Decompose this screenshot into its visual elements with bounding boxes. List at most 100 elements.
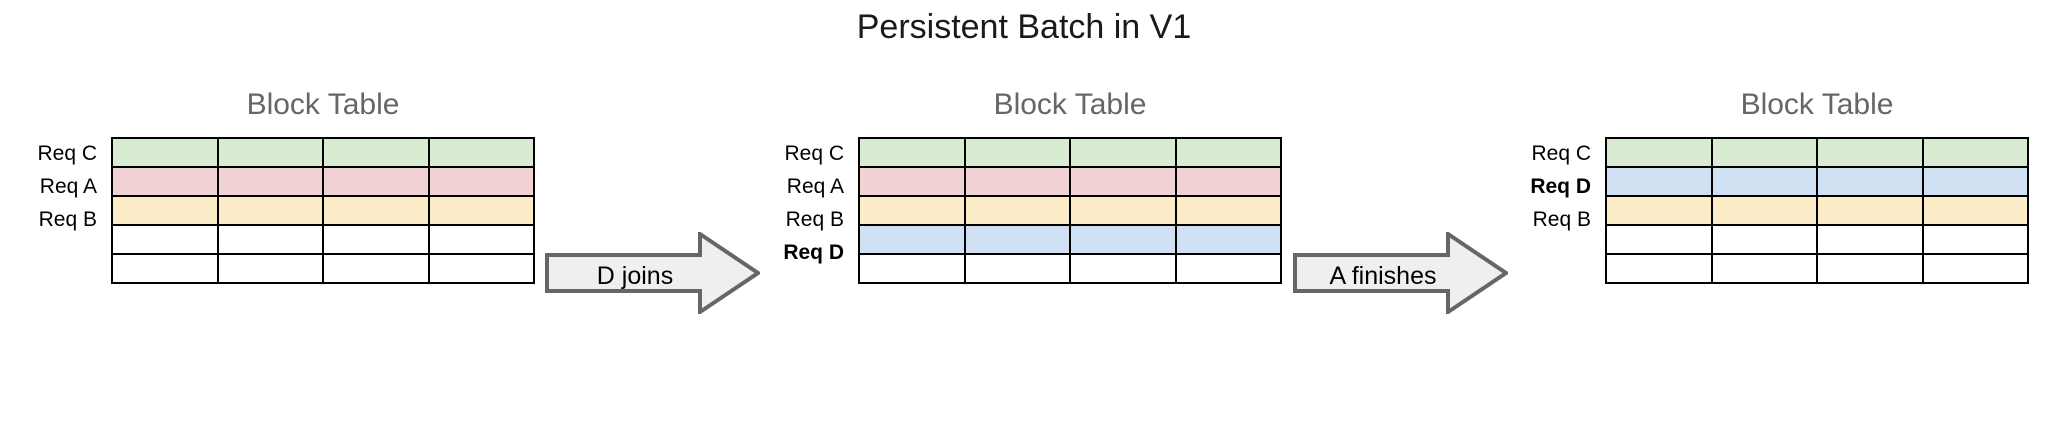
right-arrow-icon [1293, 232, 1508, 314]
block-cell [1816, 137, 1924, 168]
table-row [1605, 224, 2029, 255]
block-cell [1710, 224, 1818, 255]
block-cell [1710, 166, 1818, 197]
block-cell [1174, 224, 1282, 255]
block-cell [322, 195, 430, 226]
block-cell [1816, 224, 1924, 255]
row-labels-3: Req C Req D Req B [1494, 137, 1605, 302]
table-row [858, 253, 1282, 284]
block-cell [216, 137, 324, 168]
table-row [1605, 195, 2029, 226]
block-table-3 [1605, 137, 2029, 284]
block-cell [216, 253, 324, 284]
block-cell [322, 137, 430, 168]
block-cell [1069, 137, 1177, 168]
table-row [858, 195, 1282, 226]
block-cell [216, 195, 324, 226]
block-cell [427, 224, 535, 255]
block-cell [1921, 166, 2029, 197]
block-cell [216, 224, 324, 255]
row-label-req-c: Req C [1531, 142, 1591, 165]
block-cell [858, 137, 966, 168]
block-cell [1921, 253, 2029, 284]
table-row [111, 137, 535, 168]
block-table-title-1: Block Table [246, 88, 400, 121]
row-label-req-a: Req A [39, 175, 97, 198]
block-cell [1605, 166, 1713, 197]
block-cell [427, 195, 535, 226]
table-row [1605, 137, 2029, 168]
block-cell [322, 224, 430, 255]
table-row [858, 224, 1282, 255]
block-cell [1710, 253, 1818, 284]
block-cell [1174, 137, 1282, 168]
block-cell [427, 166, 535, 197]
block-cell [858, 253, 966, 284]
block-cell [963, 137, 1071, 168]
table-row [1605, 253, 2029, 284]
block-cell [111, 195, 219, 226]
block-cell [1921, 137, 2029, 168]
block-cell [963, 224, 1071, 255]
block-cell [111, 224, 219, 255]
row-label-req-d: Req D [783, 241, 844, 264]
block-cell [216, 166, 324, 197]
block-cell [1605, 195, 1713, 226]
block-table-title-2: Block Table [993, 88, 1147, 121]
block-cell [858, 195, 966, 226]
block-cell [1069, 224, 1177, 255]
block-cell [1921, 224, 2029, 255]
block-table-title-3: Block Table [1740, 88, 1894, 121]
block-cell [1816, 166, 1924, 197]
block-cell [427, 137, 535, 168]
right-arrow-icon [545, 232, 760, 314]
block-cell [1605, 224, 1713, 255]
block-cell [427, 253, 535, 284]
block-cell [1816, 253, 1924, 284]
block-cell [1174, 195, 1282, 226]
row-label-req-c: Req C [784, 142, 844, 165]
block-cell [111, 137, 219, 168]
block-cell [1605, 253, 1713, 284]
block-table-2 [858, 137, 1282, 284]
table-row [111, 195, 535, 226]
block-cell [322, 166, 430, 197]
block-cell [858, 224, 966, 255]
block-cell [1710, 137, 1818, 168]
block-cell [1174, 166, 1282, 197]
table-row [111, 253, 535, 284]
row-labels-2: Req C Req A Req B Req D [747, 137, 858, 302]
block-cell [1605, 137, 1713, 168]
block-cell [1710, 195, 1818, 226]
page-title: Persistent Batch in V1 [856, 8, 1192, 46]
block-cell [963, 253, 1071, 284]
block-cell [322, 253, 430, 284]
row-label-req-d: Req D [1530, 175, 1591, 198]
block-cell [858, 166, 966, 197]
block-table-1 [111, 137, 535, 284]
block-cell [963, 166, 1071, 197]
table-row [1605, 166, 2029, 197]
block-cell [1174, 253, 1282, 284]
table-row [858, 166, 1282, 197]
arrow-d-joins [545, 232, 760, 314]
table-row [858, 137, 1282, 168]
row-label-req-b: Req B [38, 208, 97, 231]
block-cell [111, 166, 219, 197]
row-label-req-a: Req A [786, 175, 844, 198]
row-labels-1: Req C Req A Req B [0, 137, 111, 302]
block-cell [1921, 195, 2029, 226]
block-cell [1069, 253, 1177, 284]
table-row [111, 166, 535, 197]
arrow-label-a-finishes: A finishes [1329, 262, 1437, 290]
table-row [111, 224, 535, 255]
block-cell [963, 195, 1071, 226]
block-cell [111, 253, 219, 284]
block-cell [1816, 195, 1924, 226]
arrow-label-d-joins: D joins [596, 262, 674, 290]
row-label-req-b: Req B [1532, 208, 1591, 231]
arrow-a-finishes [1293, 232, 1508, 314]
block-cell [1069, 166, 1177, 197]
row-label-req-b: Req B [785, 208, 844, 231]
row-label-req-c: Req C [37, 142, 97, 165]
